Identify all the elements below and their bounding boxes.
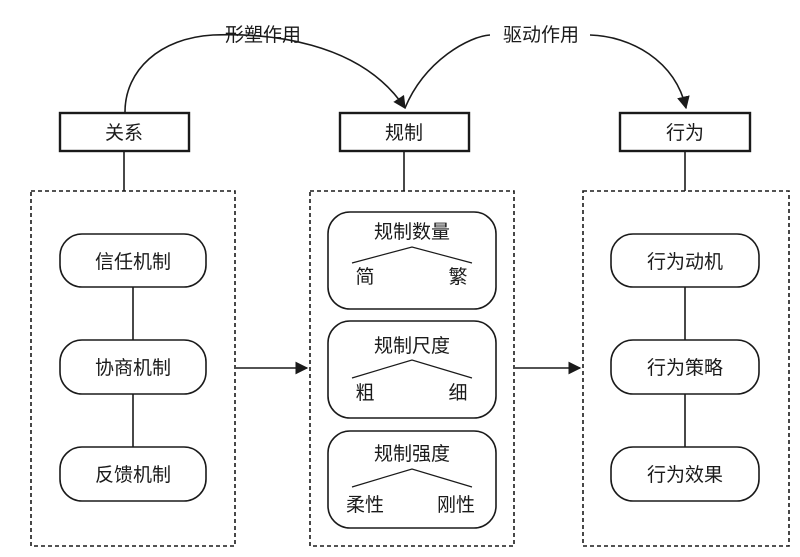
rule-item-scale — [327, 320, 497, 419]
driving-effect-label: 驱动作用 — [503, 24, 579, 46]
relation-container — [30, 190, 236, 547]
rule-item-intensity — [327, 430, 497, 529]
shaping-effect-label: 形塑作用 — [225, 24, 301, 46]
behavior-item-strategy-label: 行为策略 — [647, 357, 723, 379]
relation-item-feedback-label: 反馈机制 — [95, 464, 171, 486]
relation-item-feedback — [59, 446, 207, 502]
rule-item-scale-high: 细 — [448, 382, 467, 404]
shaping-arrow — [124, 33, 406, 113]
rule-header: 规制 — [385, 122, 423, 144]
rule-item-scale-title: 规制尺度 — [374, 335, 450, 357]
behavior-header-box — [618, 111, 752, 153]
rule-container — [309, 190, 515, 547]
rule-item-intensity-high: 刚性 — [437, 494, 475, 516]
driving-arrow-left — [404, 34, 491, 109]
relation-item-negotiation-label: 协商机制 — [95, 357, 171, 379]
rule-item-quantity-low: 简 — [355, 266, 374, 288]
rule-item-quantity-high: 繁 — [448, 266, 467, 288]
rule-item-intensity-low: 柔性 — [346, 494, 384, 516]
rule-item-quantity-title: 规制数量 — [374, 221, 450, 243]
behavior-item-effect-label: 行为效果 — [647, 464, 723, 486]
rule-item-scale-low: 粗 — [355, 382, 374, 404]
relation-item-trust — [59, 233, 207, 288]
rule-item-quantity — [327, 211, 497, 310]
relation-header-box — [58, 111, 191, 153]
rule-item-intensity-title: 规制强度 — [374, 443, 450, 465]
rule-item-scale-scale — [351, 359, 473, 379]
behavior-item-motive — [610, 233, 760, 288]
driving-arrow-right — [589, 34, 690, 110]
behavior-item-strategy — [610, 339, 760, 395]
behavior-item-motive-label: 行为动机 — [647, 251, 723, 273]
rule-item-quantity-scale — [351, 246, 473, 264]
relation-item-negotiation — [59, 339, 207, 395]
relation-header: 关系 — [105, 122, 143, 144]
relation-item-trust-label: 信任机制 — [95, 251, 171, 273]
behavior-header: 行为 — [666, 122, 704, 144]
behavior-item-effect — [610, 446, 760, 502]
rule-item-intensity-scale — [351, 468, 473, 488]
